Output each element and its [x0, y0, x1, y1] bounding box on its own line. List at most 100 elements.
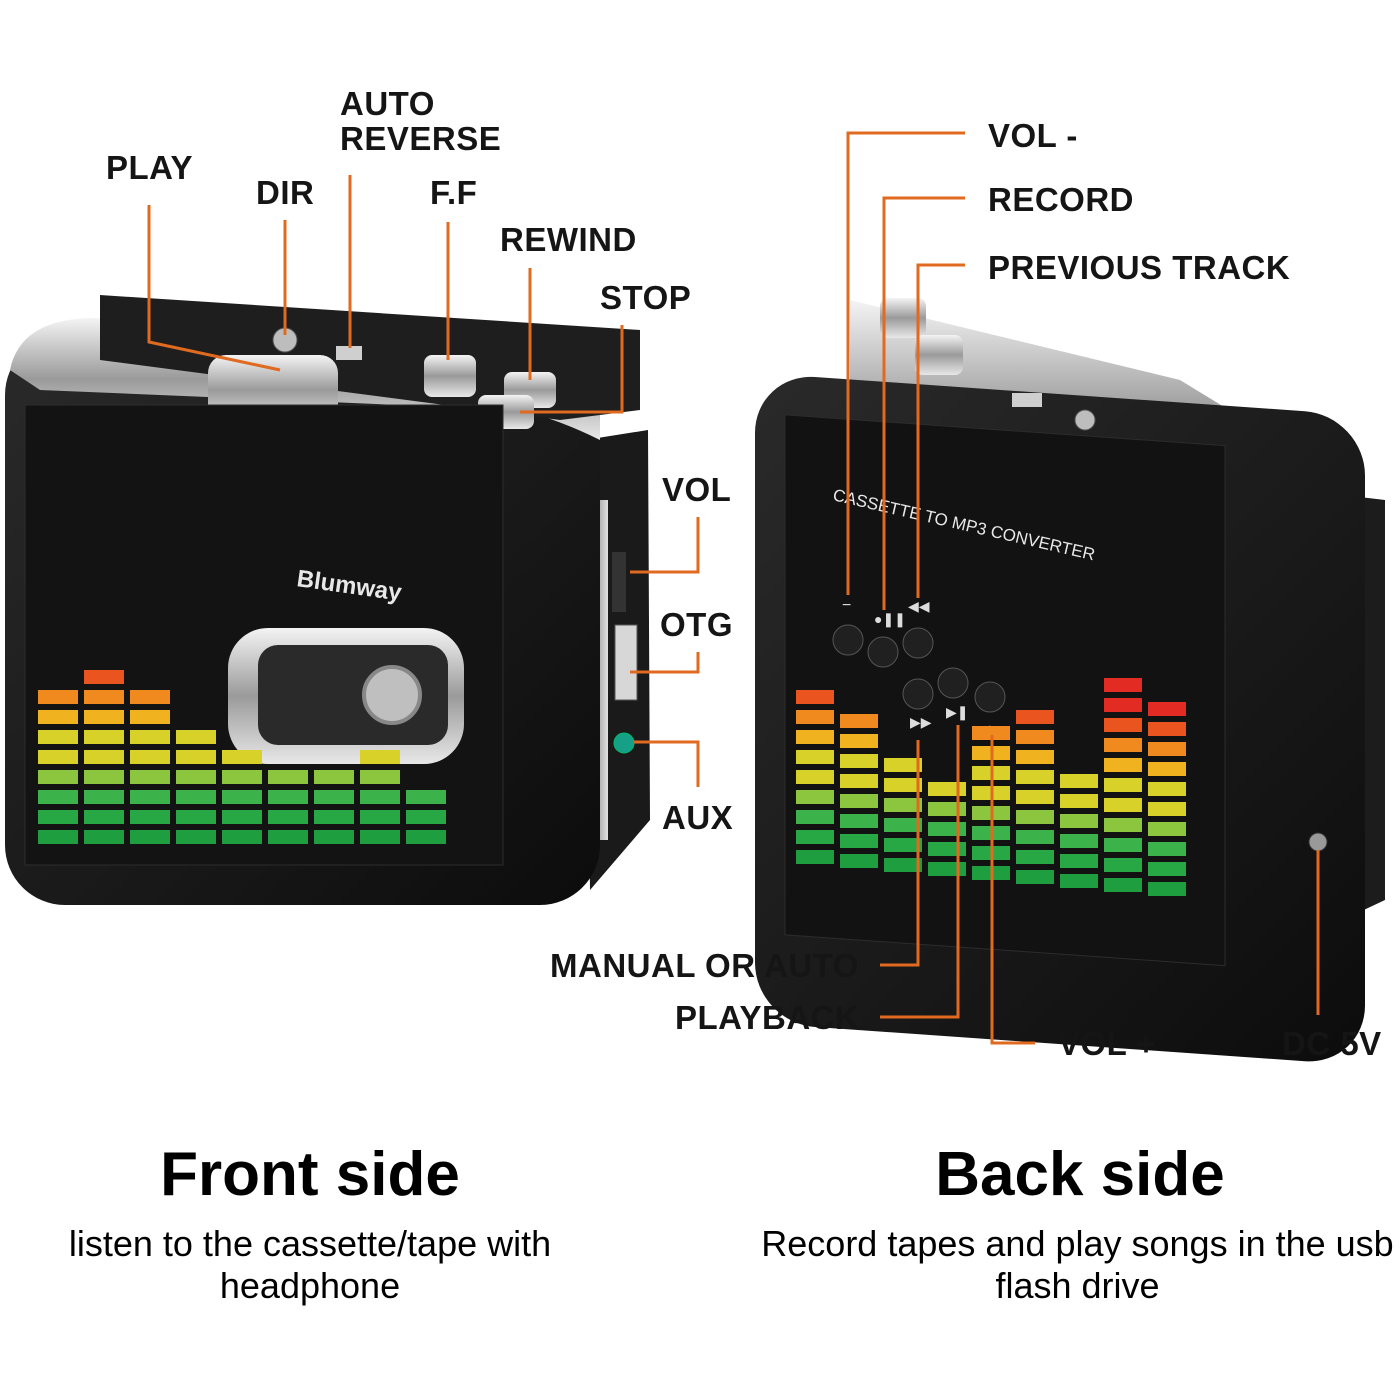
eq-segment: [1104, 678, 1142, 692]
eq-segment: [1104, 698, 1142, 712]
eq-segment: [38, 830, 78, 844]
back-dir-button[interactable]: [1074, 409, 1096, 431]
back-switch[interactable]: [1012, 393, 1042, 407]
eq-segment: [38, 730, 78, 744]
eq-segment: [130, 770, 170, 784]
cassette-reel-icon: [362, 665, 422, 725]
previous-track-button[interactable]: [902, 627, 934, 659]
eq-segment: [928, 862, 966, 876]
eq-segment: [928, 782, 966, 796]
record-button[interactable]: [867, 636, 899, 668]
eq-segment: [1104, 878, 1142, 892]
eq-segment: [84, 810, 124, 824]
vol-wheel[interactable]: [612, 552, 626, 612]
eq-segment: [884, 798, 922, 812]
back-top-button-b[interactable]: [915, 335, 963, 375]
eq-segment: [38, 710, 78, 724]
eq-segment: [176, 790, 216, 804]
eq-segment: [840, 814, 878, 828]
eq-segment: [130, 730, 170, 744]
eq-segment: [176, 810, 216, 824]
eq-segment: [1016, 850, 1054, 864]
label-vol-plus: VOL +: [1058, 1025, 1157, 1062]
eq-segment: [222, 810, 262, 824]
eq-segment: [314, 830, 354, 844]
eq-segment: [928, 842, 966, 856]
eq-segment: [840, 734, 878, 748]
leader-record: [882, 196, 965, 610]
eq-segment: [796, 810, 834, 824]
eq-segment: [884, 858, 922, 872]
otg-port[interactable]: [614, 624, 638, 701]
eq-segment: [176, 730, 216, 744]
dc-port[interactable]: [1308, 832, 1328, 852]
label-dc-5v: DC 5V: [1282, 1025, 1382, 1062]
eq-segment: [1016, 730, 1054, 744]
eq-segment: [222, 770, 262, 784]
eq-segment: [1148, 742, 1186, 756]
eq-segment: [1148, 862, 1186, 876]
label-aux: AUX: [662, 799, 734, 836]
eq-segment: [38, 750, 78, 764]
eq-segment: [840, 854, 878, 868]
eq-segment: [1016, 710, 1054, 724]
leader-vol: [630, 517, 700, 574]
eq-segment: [130, 830, 170, 844]
eq-segment: [840, 714, 878, 728]
eq-segment: [1148, 822, 1186, 836]
eq-segment: [1016, 870, 1054, 884]
label-record: RECORD: [988, 181, 1135, 218]
eq-segment: [1104, 738, 1142, 752]
eq-segment: [268, 790, 308, 804]
vol-plus-button[interactable]: [974, 681, 1006, 713]
back-side-heading: Back side: [935, 1140, 1225, 1209]
label-manual-or-auto: MANUAL OR AUTO: [550, 947, 859, 984]
eq-segment: [1104, 838, 1142, 852]
back-top-button-a[interactable]: [880, 298, 926, 338]
eq-segment: [796, 710, 834, 724]
eq-segment: [130, 710, 170, 724]
eq-segment: [1148, 802, 1186, 816]
eq-segment: [1060, 874, 1098, 888]
eq-segment: [840, 794, 878, 808]
eq-segment: [38, 690, 78, 704]
label-auto-reverse: AUTO REVERSE: [340, 85, 502, 157]
front-side-description: listen to the cassette/tape with headpho…: [68, 1223, 552, 1306]
eq-segment: [314, 790, 354, 804]
eq-segment: [1104, 758, 1142, 772]
eq-segment: [884, 818, 922, 832]
eq-segment: [406, 830, 446, 844]
eq-segment: [222, 750, 262, 764]
eq-segment: [406, 790, 446, 804]
eq-segment: [176, 770, 216, 784]
label-previous-track: PREVIOUS TRACK: [988, 249, 1291, 286]
eq-segment: [928, 822, 966, 836]
vol-minus-button[interactable]: [832, 624, 864, 656]
forward-icon: ▶▶: [910, 714, 932, 730]
eq-segment: [796, 830, 834, 844]
eq-segment: [84, 770, 124, 784]
eq-segment: [314, 810, 354, 824]
eq-segment: [84, 830, 124, 844]
rewind-icon: ◀◀: [908, 598, 930, 614]
front-side-heading: Front side: [160, 1140, 460, 1209]
aux-port[interactable]: [613, 732, 635, 754]
eq-segment: [1016, 770, 1054, 784]
eq-segment: [972, 726, 1010, 740]
eq-segment: [360, 790, 400, 804]
playback-button[interactable]: [937, 667, 969, 699]
manual-auto-button[interactable]: [902, 678, 934, 710]
auto-reverse-switch[interactable]: [336, 346, 362, 360]
ff-button[interactable]: [424, 355, 476, 397]
eq-segment: [840, 774, 878, 788]
eq-segment: [1060, 794, 1098, 808]
eq-segment: [796, 730, 834, 744]
eq-segment: [1148, 842, 1186, 856]
eq-segment: [222, 830, 262, 844]
leader-vol-minus: [846, 131, 965, 595]
leader-otg: [630, 652, 700, 674]
front-device: Blumway: [5, 295, 650, 905]
eq-segment: [1104, 718, 1142, 732]
eq-segment: [360, 770, 400, 784]
